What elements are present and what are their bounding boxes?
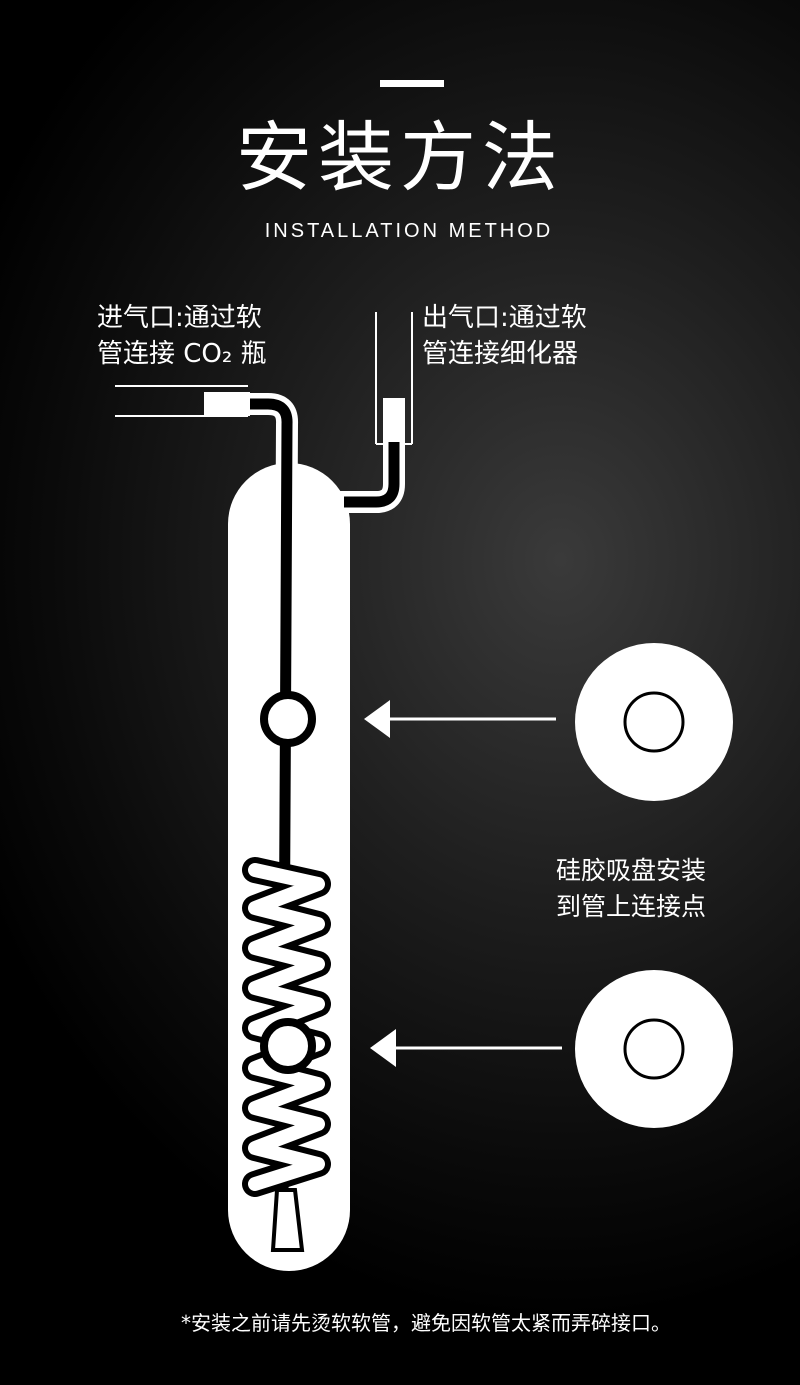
inlet-label: 进气口:通过软 管连接 CO₂ 瓶 — [97, 300, 267, 372]
outlet-label-line-1: 出气口:通过软 — [422, 303, 587, 333]
page-subtitle: INSTALLATION METHOD — [264, 220, 554, 242]
inlet-pipe-inner — [205, 398, 293, 1201]
outlet-label-line-2: 管连接细化器 — [422, 339, 579, 369]
inlet-pipe-end — [204, 392, 250, 416]
inlet-label-line-2: 管连接 CO₂ 瓶 — [97, 339, 267, 369]
arrow-upper — [364, 700, 556, 738]
page-title: 安装方法 — [236, 113, 564, 202]
arrow-lower — [370, 1029, 562, 1067]
suction-cup-label-line-1: 硅胶吸盘安装 — [556, 856, 707, 885]
title-dash — [380, 80, 444, 87]
attachment-point-lower — [260, 1018, 316, 1074]
inlet-label-line-1: 进气口:通过软 — [97, 303, 262, 333]
suction-cup-lower — [575, 970, 733, 1128]
outlet-label: 出气口:通过软 管连接细化器 — [422, 300, 587, 372]
pipe-tip — [270, 1188, 305, 1252]
suction-cup-upper — [575, 643, 733, 801]
suction-cup-label: 硅胶吸盘安装 到管上连接点 — [556, 853, 706, 925]
outlet-pipe-end — [383, 398, 405, 442]
spiral-coil — [242, 857, 331, 1197]
outlet-pipe-inner — [344, 404, 400, 508]
suction-cup-label-line-2: 到管上连接点 — [556, 892, 707, 921]
attachment-point-upper — [260, 691, 316, 747]
installation-footnote: *安装之前请先烫软软管，避免因软管太紧而弄碎接口。 — [181, 1311, 671, 1335]
